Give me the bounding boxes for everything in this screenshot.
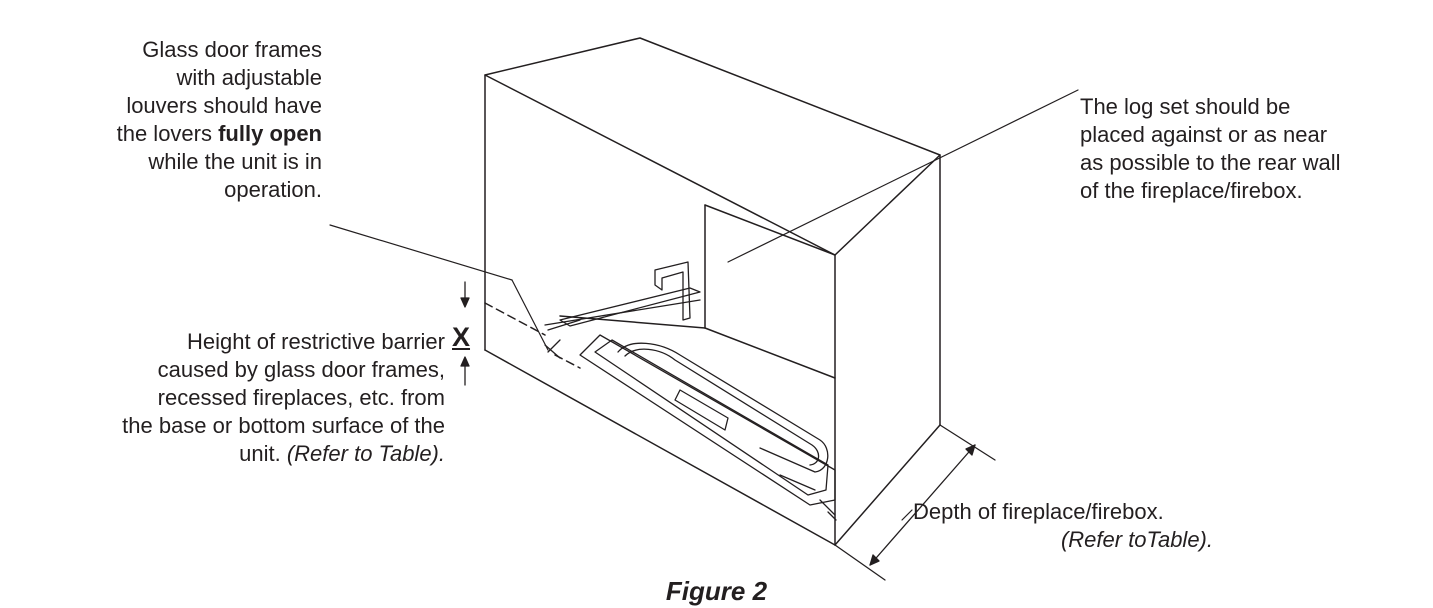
callout-line: with adjustable — [176, 65, 322, 90]
callout-line: operation. — [224, 177, 322, 202]
barrier-height-callout: Height of restrictive barrier caused by … — [0, 328, 445, 468]
callout-line: placed against or as near — [1080, 122, 1328, 147]
callout-line: Height of restrictive barrier — [187, 329, 445, 354]
callout-line: recessed fireplaces, etc. from — [157, 385, 445, 410]
x-dimension-arrows — [460, 281, 470, 386]
x-marker-label: X — [452, 322, 471, 352]
callout-line: louvers should have — [126, 93, 322, 118]
callout-line: while the unit is in — [148, 149, 322, 174]
barrier-dashed-lines — [484, 302, 581, 369]
callout-line: the lovers fully open — [0, 120, 322, 148]
log-grate — [544, 261, 837, 521]
callout-text: the lovers — [116, 121, 219, 146]
firebox-outline — [484, 37, 941, 546]
callout-line: unit. (Refer to Table). — [0, 440, 445, 468]
callout-line: caused by glass door frames, — [157, 357, 445, 382]
callout-line: Depth of fireplace/firebox. — [913, 499, 1164, 524]
leader-lines — [329, 89, 1079, 521]
depth-dimension — [834, 424, 996, 581]
callout-text: unit. — [239, 441, 287, 466]
depth-callout: Depth of fireplace/firebox. (Refer toTab… — [913, 498, 1213, 554]
callout-line: The log set should be — [1080, 94, 1291, 119]
figure-caption: Figure 2 — [665, 576, 768, 606]
callout-line: as possible to the rear wall — [1080, 150, 1341, 175]
callout-line: of the fireplace/firebox. — [1080, 178, 1303, 203]
table-reference: (Refer toTable). — [1060, 527, 1213, 552]
table-reference: (Refer to Table). — [286, 441, 445, 466]
glass-door-callout: Glass door frames with adjustable louver… — [0, 36, 322, 204]
callout-line: the base or bottom surface of the — [122, 413, 445, 438]
fully-open-emphasis: fully open — [218, 121, 322, 146]
log-set-callout: The log set should be placed against or … — [1080, 93, 1425, 205]
callout-line: Glass door frames — [142, 37, 322, 62]
